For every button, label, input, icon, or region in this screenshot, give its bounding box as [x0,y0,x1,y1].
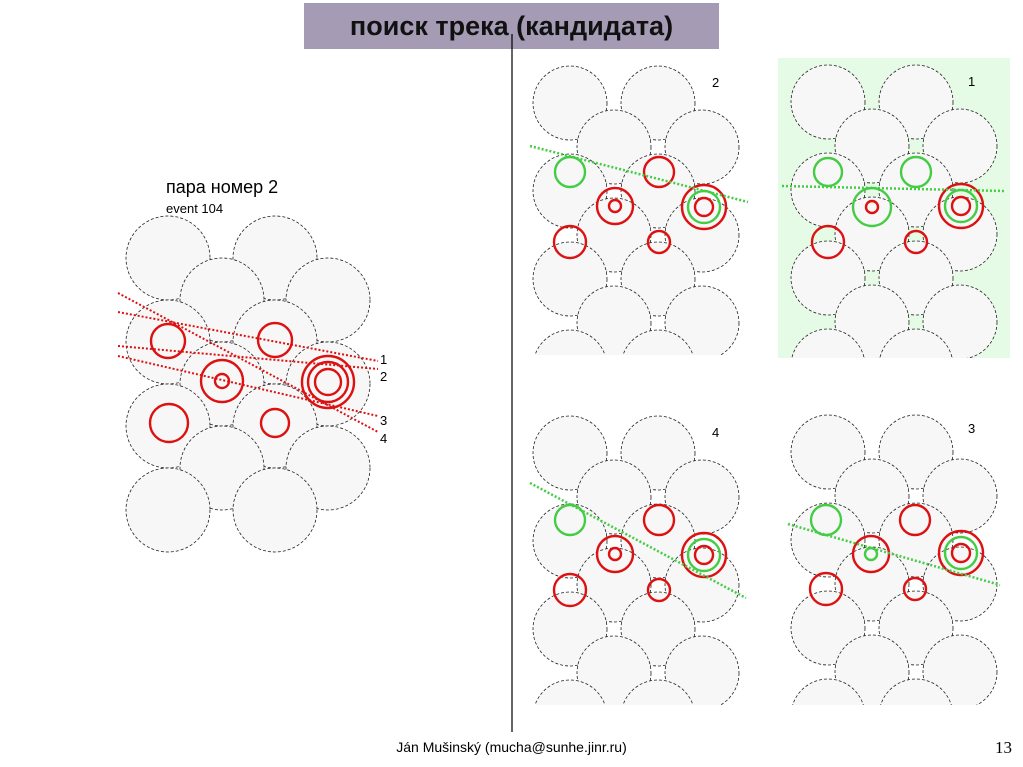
hit-circle [552,224,588,260]
hit-circle [693,544,715,566]
panel-label-3: 3 [968,421,975,436]
panel-track-1: 1 [781,64,1005,358]
hit-circle [642,503,676,537]
panel-label-4: 4 [712,425,719,440]
candidate-circle [863,546,879,562]
hit-circle [149,322,187,360]
drift-tube [622,679,694,705]
track-line [117,311,379,362]
footer-author: Ján Mušinský (mucha@sunhe.jinr.ru) [396,739,627,755]
panel-label-2: 2 [712,75,719,90]
drift-tube [879,328,953,358]
hit-circle [902,576,928,602]
track-line [117,345,379,370]
hit-circle [552,572,588,608]
track-line [117,355,379,417]
page-number: 13 [995,738,1012,757]
panel-label-1: 1 [968,74,975,89]
hit-circle [646,229,672,255]
candidate-circle [851,186,893,228]
hit-circle [898,503,932,537]
hit-circle [950,542,972,564]
panel-track-3: 3 [787,414,1001,705]
hit-circle [693,196,715,218]
hit-circle [595,534,635,574]
line-label-1: 1 [380,352,387,367]
hit-circle [810,224,846,260]
candidate-circle [809,503,843,537]
pair-title: пара номер 2 [166,177,279,197]
hit-circle [937,182,985,230]
candidate-circle [943,188,979,224]
panel-tube-grid [790,64,998,358]
hit-circle [306,360,350,404]
track-line [529,144,749,204]
track-line [781,184,1005,193]
track-line [787,522,1001,587]
hit-circle [148,402,190,444]
line-label-2: 2 [380,369,387,384]
drift-tube [534,679,606,705]
main-hits [148,321,356,444]
line-label-4: 4 [380,431,387,446]
hit-circle [595,186,635,226]
drift-tube [922,634,998,705]
hit-circle [607,546,623,562]
event-label: event 104 [166,201,224,216]
hit-circle [808,571,844,607]
panel-tube-grid [532,415,740,705]
drift-tube [576,285,652,355]
hit-circle [950,195,972,217]
candidate-circle [943,535,979,571]
main-line-labels: 1 2 3 4 [380,352,387,446]
drift-tube [232,467,318,553]
hit-circle [680,183,728,231]
panel-tube-grid [532,65,740,355]
hit-circle [259,407,291,439]
drift-tube [880,678,952,705]
hit-circle [864,199,880,215]
main-track-lines [117,292,379,433]
candidate-circle [899,155,933,189]
hit-circle [256,321,294,359]
hit-circle [300,354,356,410]
hit-circle [199,358,245,404]
hit-circle [903,229,929,255]
drift-tube [664,285,740,355]
panel-track-2: 2 [529,65,749,355]
line-label-3: 3 [380,413,387,428]
track-line [117,292,379,433]
panel-tube-grid [790,414,998,705]
drift-tube [576,635,652,705]
drift-tube [534,329,606,355]
candidate-circle [686,537,722,573]
drift-tube [792,678,864,705]
drift-tube [791,328,865,358]
candidate-circle [686,189,722,225]
hit-circle [642,155,676,189]
drift-tube [664,635,740,705]
track-line [529,481,747,600]
hit-circle [313,367,343,397]
drift-tube [834,634,910,705]
hit-circle [646,577,672,603]
hit-circle [607,198,623,214]
main-tube-grid [125,215,371,553]
drift-tube [622,329,694,355]
drift-tube [125,467,211,553]
panel-track-4: 4 [529,415,747,705]
